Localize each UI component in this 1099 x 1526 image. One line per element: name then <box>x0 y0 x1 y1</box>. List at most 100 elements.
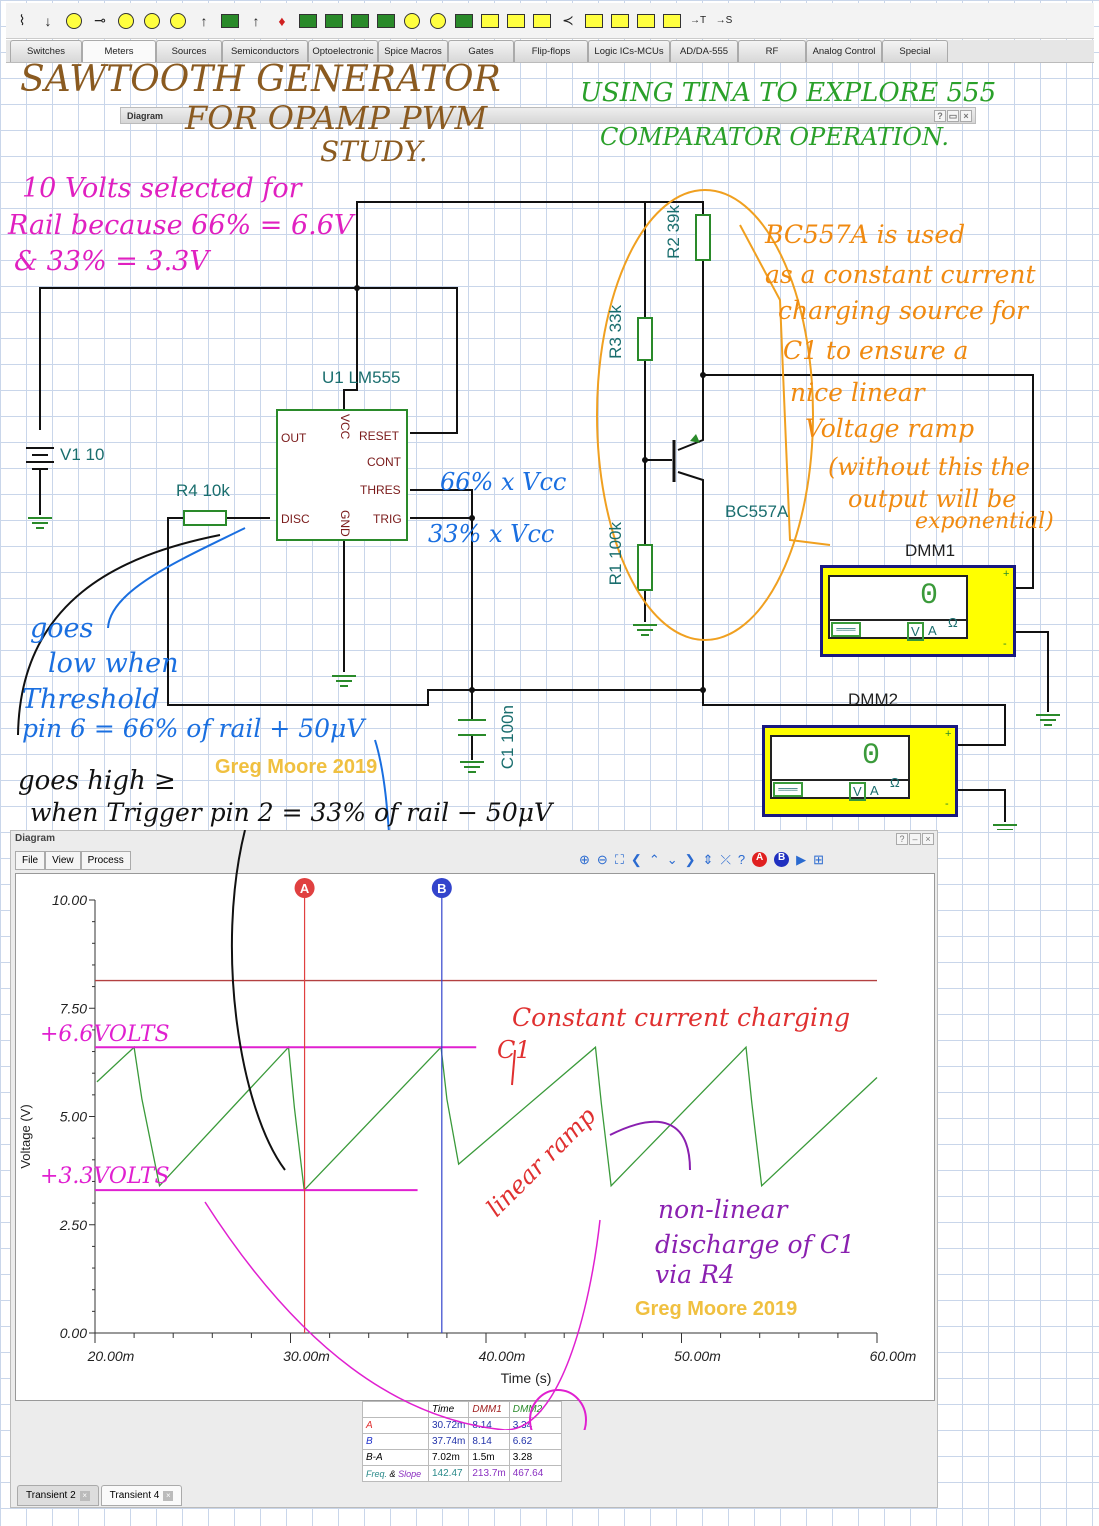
expand-vertical-icon[interactable]: ⇕ <box>702 852 714 867</box>
current-pin-icon[interactable]: ♦ <box>278 12 286 29</box>
cell: 6.62 <box>508 1433 562 1450</box>
tab-meters[interactable]: Meters <box>82 40 156 62</box>
diagram-minimize-button[interactable]: – <box>909 833 921 845</box>
dc-mode-icon[interactable]: ═══ <box>831 622 861 637</box>
speaker-icon[interactable] <box>220 9 240 33</box>
restore-button[interactable]: ▭ <box>947 110 959 122</box>
const-current-1: Constant current charging <box>512 1003 851 1032</box>
tab-analog-control[interactable]: Analog Control <box>806 40 882 62</box>
tab-special[interactable]: Special <box>882 40 948 62</box>
zoom-in-icon[interactable]: ⊕ <box>579 852 590 867</box>
energy-meter-icon[interactable] <box>402 9 422 33</box>
help-button[interactable]: ? <box>934 110 946 122</box>
switch-icon[interactable]: ⌇ <box>18 12 26 28</box>
keypad-icon[interactable] <box>662 9 682 33</box>
voltage-pin-icon[interactable]: ↑ <box>252 12 260 29</box>
pan-right-icon[interactable]: ❯ <box>684 852 696 867</box>
pin-disc: DISC <box>281 512 310 526</box>
tab-label: Transient 2 <box>26 1490 76 1501</box>
amp-label: & <box>389 1468 396 1479</box>
traffic-light-icon[interactable] <box>584 9 604 33</box>
wire-icon[interactable]: ⊸ <box>94 12 106 28</box>
tab-semiconductors[interactable]: Semiconductors <box>222 40 308 62</box>
dmm2-mode-v[interactable]: V <box>849 782 866 801</box>
diagram-close-button[interactable]: × <box>922 833 934 845</box>
play-icon[interactable]: ▶ <box>796 852 807 867</box>
cursor-a-icon[interactable]: A <box>752 852 768 867</box>
tab-spice-macros[interactable]: Spice Macros <box>378 40 448 62</box>
tab-flip-flops[interactable]: Flip-flops <box>514 40 588 62</box>
pan-down-icon[interactable]: ⌄ <box>666 852 678 867</box>
cell: 142.47 <box>427 1465 470 1482</box>
dmm1-mode-v[interactable]: V <box>907 622 924 641</box>
logic-analyzer-icon[interactable] <box>454 9 474 33</box>
new-window-icon[interactable]: ⊞ <box>813 852 824 867</box>
dmm2-label: DMM2 <box>848 690 899 709</box>
frequency-counter-icon[interactable] <box>376 9 396 33</box>
tab-rf[interactable]: RF <box>738 40 806 62</box>
switch-terminal-icon[interactable]: →S <box>715 15 733 26</box>
dc-mode-icon[interactable]: ═══ <box>773 782 803 797</box>
dmm1-mode-ohm[interactable]: Ω <box>948 615 958 630</box>
cursor-b-icon[interactable]: B <box>774 852 790 867</box>
impedance-meter-icon[interactable] <box>168 9 188 33</box>
dmm2-plus: + <box>945 728 952 740</box>
close-tab-icon[interactable]: × <box>163 1491 174 1501</box>
ammeter-icon[interactable] <box>64 9 84 33</box>
seven-segment-icon[interactable] <box>480 9 500 33</box>
signal-analyzer-icon[interactable] <box>324 9 344 33</box>
ground-arrow-icon[interactable]: ↓ <box>44 12 52 29</box>
series-dmm2 <box>96 1045 878 1192</box>
zoom-fit-icon[interactable]: ⛶ <box>614 852 624 867</box>
u1-label: U1 LM555 <box>322 368 401 387</box>
tab-transient-4[interactable]: Transient 4× <box>100 1485 183 1506</box>
probe-icon[interactable]: ↑ <box>200 12 208 29</box>
pan-left-icon[interactable]: ❮ <box>630 852 642 867</box>
pan-up-icon[interactable]: ⌃ <box>648 852 660 867</box>
pin-cont: CONT <box>367 455 401 469</box>
rail-note-3: & 33% = 3.3V <box>14 246 209 277</box>
tab-ad-da-555[interactable]: AD/DA-555 <box>670 40 738 62</box>
zoom-out-icon[interactable]: ⊖ <box>596 852 608 867</box>
ohmmeter-icon[interactable] <box>142 9 162 33</box>
close-button[interactable]: × <box>960 110 972 122</box>
r4-label: R4 10k <box>176 481 230 500</box>
close-tab-icon[interactable]: × <box>79 1491 90 1501</box>
dmm1-mode-a[interactable]: A <box>928 623 937 638</box>
rail-note-2: Rail because 66% = 6.6V <box>8 210 354 241</box>
component-toolbar: ⌇ ↓ ⊸ ↑ ↑ ♦ ≺ →T →S <box>6 3 1094 39</box>
collapsed-diagram-bar[interactable]: Diagram ?▭× <box>120 107 976 124</box>
diagram-help-button[interactable]: ? <box>896 833 908 845</box>
goes-low-2: low when <box>48 648 179 679</box>
menu-view[interactable]: View <box>45 851 81 870</box>
help-icon[interactable]: ? <box>737 852 746 867</box>
display-icon[interactable] <box>636 9 656 33</box>
tab-logic-ics-mcus[interactable]: Logic ICs-MCUs <box>588 40 670 62</box>
seven-segment-small-icon[interactable] <box>506 9 526 33</box>
tab-sources[interactable]: Sources <box>156 40 222 62</box>
menu-file[interactable]: File <box>15 851 46 870</box>
tab-optoelectronic[interactable]: Optoelectronic <box>308 40 378 62</box>
dmm2-mode-a[interactable]: A <box>870 783 879 798</box>
menu-process[interactable]: Process <box>80 851 131 870</box>
xy-recorder-icon[interactable] <box>350 9 370 33</box>
led-bar-icon[interactable] <box>610 9 630 33</box>
tab-gates[interactable]: Gates <box>448 40 514 62</box>
average-meter-icon[interactable] <box>428 9 448 33</box>
tab-transient-2[interactable]: Transient 2× <box>17 1485 99 1506</box>
pin-vcc: VCC <box>338 414 352 440</box>
antenna-icon[interactable]: ≺ <box>562 12 574 28</box>
transistor-arrow <box>690 434 700 443</box>
bc557-note-1: BC557A is used <box>765 220 966 249</box>
voltmeter-icon[interactable] <box>116 9 136 33</box>
logic-indicator-icon[interactable] <box>532 9 552 33</box>
terminal-icon[interactable]: →T <box>689 15 707 26</box>
dmm2-mode-ohm[interactable]: Ω <box>890 775 900 790</box>
shrink-vertical-icon[interactable]: ⤫ <box>720 852 731 867</box>
oscilloscope-icon[interactable] <box>298 9 318 33</box>
tab-switches[interactable]: Switches <box>10 40 82 62</box>
